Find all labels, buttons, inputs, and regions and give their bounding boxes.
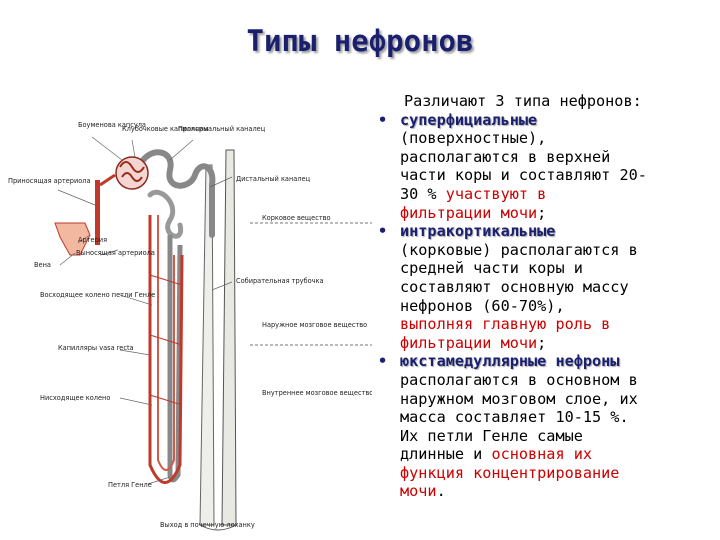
label-vasa-recta: Капилляры vasa recta (58, 344, 134, 352)
page-title: Типы нефронов (0, 24, 720, 58)
term-superficial: суперфициальные (400, 111, 537, 129)
item-line: части коры и составляют 20- (400, 166, 720, 185)
item-line: (поверхностные), (400, 129, 720, 148)
item-tail: ; (537, 204, 546, 222)
item-red-line: фильтрации мочи (400, 334, 537, 352)
item-red-line: участвуют в (446, 185, 547, 203)
label-inner-medulla: Внутреннее мозговое вещество (262, 389, 372, 397)
glomerulus-shape (116, 157, 148, 189)
list-item-juxtamedullary: • юкстамедуллярные нефроны располагаются… (378, 352, 720, 501)
label-outer-medulla: Наружное мозговое вещество (262, 321, 367, 329)
label-collecting: Собирательная трубочка (236, 277, 324, 285)
intro-text: Различают 3 типа нефронов: (378, 92, 720, 111)
collecting-duct-shape (222, 150, 236, 525)
label-artery: Артерия (78, 236, 107, 244)
item-line: масса составляет 10-15 %. (400, 408, 720, 427)
label-proximal: Проксимальный каналец (178, 125, 266, 133)
item-tail: . (437, 482, 446, 500)
nephron-types-text: Различают 3 типа нефронов: • суперфициал… (378, 92, 720, 501)
term-intracortical: интракортикальные (400, 222, 555, 240)
label-cortex: Корковое вещество (262, 214, 331, 222)
bullet-icon: • (378, 111, 387, 130)
item-line: нефронов (60-70%), (400, 297, 720, 316)
item-red-line: выполняя главную роль в (400, 315, 720, 334)
item-line: располагаются в верхней (400, 148, 720, 167)
item-line: длинные и (400, 445, 491, 463)
label-ascending: Восходящее колено петли Генле (40, 291, 155, 299)
item-line: средней части коры и (400, 259, 720, 278)
item-line: составляют основную массу (400, 278, 720, 297)
term-juxtamedullary: юкстамедуллярные нефроны (400, 352, 619, 370)
item-red-line: мочи (400, 482, 437, 500)
item-red-line: функция концентрирование (400, 464, 720, 483)
list-item-superficial: • суперфициальные (поверхностные), распо… (378, 111, 720, 223)
item-line: (корковые) располагаются в (400, 241, 720, 260)
item-red-line: фильтрации мочи (400, 204, 537, 222)
label-descending: Нисходящее колено (40, 394, 110, 402)
bullet-icon: • (378, 352, 387, 371)
label-loop: Петля Генле (108, 481, 152, 489)
nephron-diagram: Боуменова капсула Клубочковые капилляры … (0, 105, 372, 540)
label-exit: Выход в почечную лоханку (160, 521, 255, 529)
item-line: 30 % (400, 185, 446, 203)
item-red-line: основная их (491, 445, 592, 463)
list-item-intracortical: • интракортикальные (корковые) располага… (378, 222, 720, 352)
item-line: наружном мозговом слое, их (400, 390, 720, 409)
item-line: располагаются в основном в (400, 371, 720, 390)
label-afferent: Приносящая артериола (8, 177, 91, 185)
label-distal: Дистальный каналец (236, 175, 311, 183)
label-vein: Вена (34, 261, 51, 269)
bullet-icon: • (378, 222, 387, 241)
label-efferent: Выносящая артериола (76, 249, 155, 257)
item-tail: ; (537, 334, 546, 352)
item-line: Их петли Генле самые (400, 427, 720, 446)
